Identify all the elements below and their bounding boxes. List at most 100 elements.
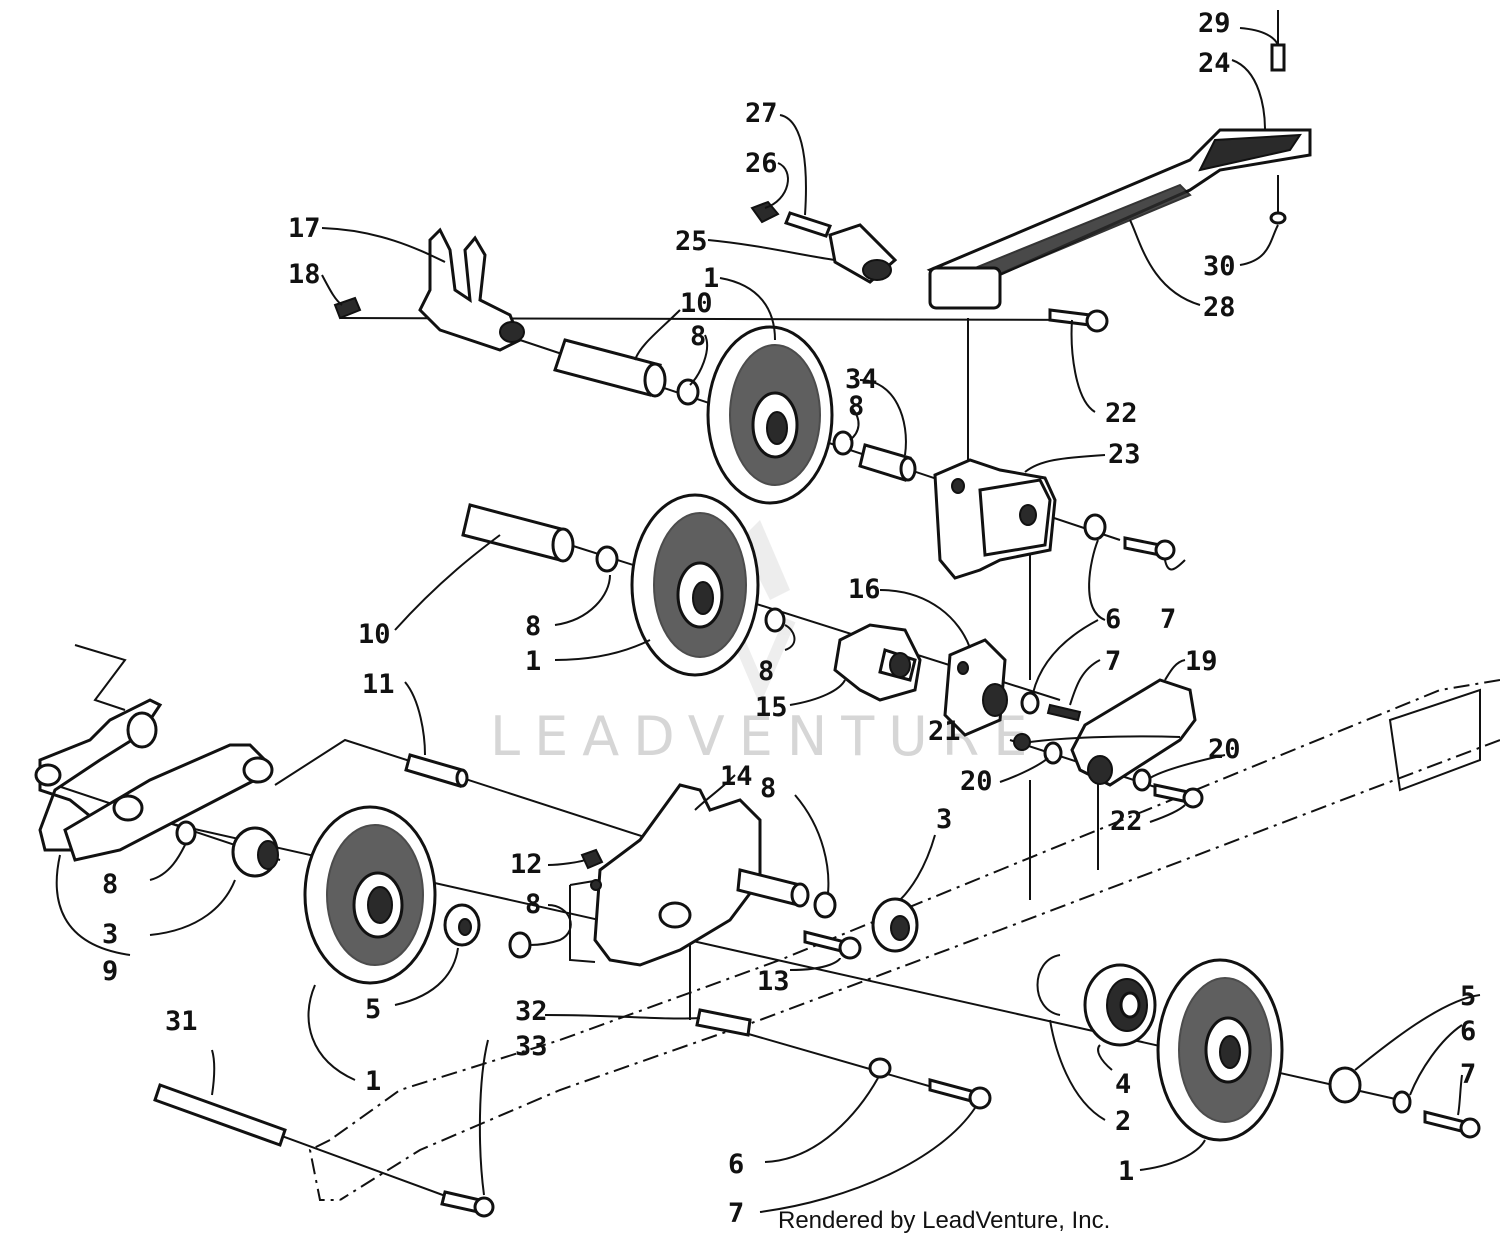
nut-12 bbox=[580, 848, 604, 870]
callout-19: 19 bbox=[1185, 646, 1218, 677]
washer-6-a bbox=[1083, 513, 1107, 541]
washer-5-left bbox=[443, 903, 481, 947]
callout-5-left: 5 bbox=[365, 994, 381, 1025]
callout-8-d: 8 bbox=[758, 656, 774, 687]
callout-6-right: 6 bbox=[1460, 1016, 1476, 1047]
washer-20-a bbox=[1043, 741, 1063, 765]
arm-19 bbox=[1070, 678, 1197, 787]
washer-8-d bbox=[764, 607, 786, 633]
callout-8-a: 8 bbox=[690, 321, 706, 352]
slide-rail bbox=[308, 679, 1500, 1201]
callout-29: 29 bbox=[1198, 8, 1231, 39]
callout-8-f: 8 bbox=[525, 889, 541, 920]
callout-2: 2 bbox=[1115, 1106, 1131, 1137]
washer-6-c bbox=[868, 1057, 892, 1079]
callout-7-b: 7 bbox=[1105, 646, 1121, 677]
callout-34: 34 bbox=[845, 364, 878, 395]
pin-32 bbox=[695, 1008, 752, 1037]
credit-text: Rendered by LeadVenture, Inc. bbox=[778, 1207, 1110, 1234]
washer-5-right bbox=[1328, 1066, 1362, 1104]
wheel-1-lower-right bbox=[1156, 958, 1284, 1142]
bolt-7-b bbox=[1046, 703, 1082, 722]
grease-fitting-18 bbox=[333, 296, 362, 320]
spring-block-25 bbox=[828, 223, 898, 284]
callout-22-upper: 22 bbox=[1105, 398, 1138, 429]
callout-31: 31 bbox=[165, 1006, 198, 1037]
bolt-33 bbox=[440, 1190, 495, 1218]
track-spring-arm bbox=[926, 128, 1312, 310]
callout-1-upper: 1 bbox=[703, 263, 719, 294]
callout-25: 25 bbox=[675, 226, 708, 257]
callout-30: 30 bbox=[1203, 251, 1236, 282]
callout-20-left: 20 bbox=[960, 766, 993, 797]
bracket-15 bbox=[833, 623, 922, 702]
callout-18: 18 bbox=[288, 259, 321, 290]
callout-33: 33 bbox=[515, 1031, 548, 1062]
callout-6-bottom: 6 bbox=[728, 1149, 744, 1180]
spacer-34 bbox=[858, 443, 917, 482]
callout-27: 27 bbox=[745, 98, 778, 129]
bracket-23 bbox=[933, 458, 1057, 580]
pin-27 bbox=[784, 211, 832, 238]
spacer-10-upper bbox=[553, 338, 667, 398]
upper-arm-17 bbox=[418, 227, 525, 352]
nut-21 bbox=[1013, 733, 1031, 751]
callout-numbers: 29 24 27 26 17 25 18 30 28 1 10 8 34 8 2… bbox=[102, 8, 1476, 1229]
callout-11: 11 bbox=[362, 669, 395, 700]
retaining-ring-2 bbox=[1036, 954, 1061, 1016]
nut-26 bbox=[750, 200, 780, 224]
washer-8-b bbox=[832, 430, 854, 456]
bushing-3-right bbox=[871, 897, 919, 953]
callout-7-a: 7 bbox=[1160, 604, 1176, 635]
callout-5-right: 5 bbox=[1460, 981, 1476, 1012]
wheel-1-upper bbox=[706, 325, 834, 505]
washer-30 bbox=[1269, 175, 1287, 225]
callout-8-b: 8 bbox=[848, 391, 864, 422]
callout-1-lower-right: 1 bbox=[1118, 1156, 1134, 1187]
callout-6-a: 6 bbox=[1105, 604, 1121, 635]
washer-8-c bbox=[595, 545, 619, 573]
callout-13: 13 bbox=[757, 966, 790, 997]
alignment-lines bbox=[967, 318, 1099, 900]
bolt-22-lower bbox=[1153, 783, 1204, 809]
washer-8-f bbox=[508, 931, 532, 959]
callout-10-lower: 10 bbox=[358, 619, 391, 650]
callout-21: 21 bbox=[928, 716, 961, 747]
callout-7-bottom: 7 bbox=[728, 1198, 744, 1229]
washer-6-b bbox=[1020, 691, 1040, 715]
callout-17: 17 bbox=[288, 213, 321, 244]
callout-23: 23 bbox=[1108, 439, 1141, 470]
callout-12: 12 bbox=[510, 849, 543, 880]
callout-8-c: 8 bbox=[525, 611, 541, 642]
bolt-7-c bbox=[928, 1078, 992, 1110]
watermark-text: LEADVENTURE bbox=[490, 705, 1041, 768]
callout-20-right: 20 bbox=[1208, 734, 1241, 765]
callout-8-e: 8 bbox=[760, 773, 776, 804]
block-16 bbox=[943, 638, 1008, 737]
callout-1-middle: 1 bbox=[525, 646, 541, 677]
callout-9: 9 bbox=[102, 956, 118, 987]
callout-3-left: 3 bbox=[102, 919, 118, 950]
washer-20-b bbox=[1132, 768, 1152, 792]
pin-11 bbox=[404, 753, 469, 788]
callout-8-g: 8 bbox=[102, 869, 118, 900]
callout-22-lower: 22 bbox=[1110, 806, 1143, 837]
callout-10-upper: 10 bbox=[680, 288, 713, 319]
washer-8-g bbox=[813, 891, 837, 919]
callout-16: 16 bbox=[848, 574, 881, 605]
wheel-1-lower-left bbox=[303, 805, 437, 985]
callout-24: 24 bbox=[1198, 48, 1231, 79]
washer-6-d bbox=[1392, 1090, 1412, 1114]
leader-lines bbox=[55, 27, 1481, 1213]
bearing-4 bbox=[1083, 963, 1157, 1047]
spacer-10-lower bbox=[461, 503, 575, 563]
callout-14: 14 bbox=[720, 761, 753, 792]
bolt-7-a bbox=[1123, 536, 1176, 561]
bolt-7-d bbox=[1423, 1110, 1481, 1139]
callout-1-lower-left: 1 bbox=[365, 1066, 381, 1097]
bushing-3-left bbox=[231, 826, 279, 878]
callout-26: 26 bbox=[745, 148, 778, 179]
callout-15: 15 bbox=[755, 692, 788, 723]
